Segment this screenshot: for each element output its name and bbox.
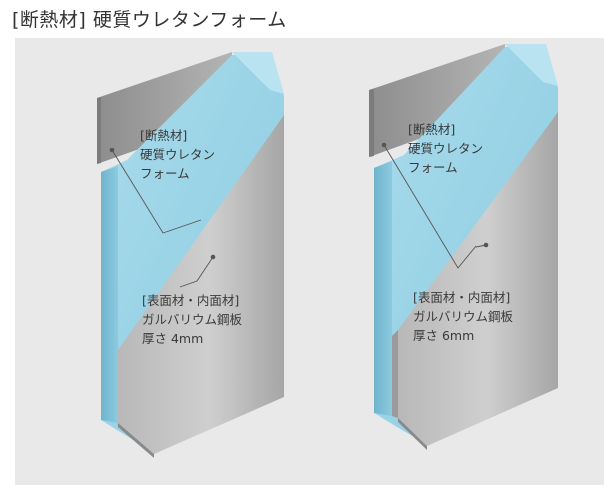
right-insulation-label-line1: [断熱材]: [408, 122, 456, 137]
left-insulation-label-line2: 硬質ウレタン: [140, 147, 216, 162]
right-insulation-leader: [383, 144, 477, 269]
right-surface-label-line2: ガルバリウム鋼板: [413, 309, 514, 324]
left-insulation-label: [断熱材] 硬質ウレタン フォーム: [140, 126, 215, 183]
left-foam-top: [232, 52, 284, 94]
right-front-steel-bottom: [398, 418, 427, 450]
left-insulation-label-line3: フォーム: [140, 166, 190, 181]
left-sandwich-panel: [97, 52, 284, 458]
right-insulation-leader-dot: [381, 142, 387, 148]
left-surface-leader-dot: [210, 254, 216, 260]
right-sandwich-panel: [369, 44, 558, 450]
right-foam-edge: [374, 161, 392, 416]
left-back-steel-sheet: [97, 52, 232, 164]
left-surface-leader: [179, 256, 214, 288]
right-surface-leader-dot: [483, 242, 489, 248]
right-front-steel-edge: [392, 330, 398, 418]
left-surface-label-line3: 厚さ 4mm: [142, 331, 204, 346]
left-insulation-leader: [111, 149, 202, 234]
page-title: [断熱材] 硬質ウレタンフォーム: [12, 9, 287, 31]
left-foam-edge: [101, 166, 118, 423]
left-back-steel-edge: [97, 97, 101, 164]
right-insulation-label: [断熱材] 硬質ウレタン フォーム: [408, 120, 483, 177]
left-front-steel-bottom: [118, 423, 154, 458]
right-foam-top: [505, 44, 558, 86]
left-surface-label: [表面材・内面材] ガルバリウム鋼板 厚さ 4mm: [142, 291, 242, 348]
left-surface-label-line2: ガルバリウム鋼板: [142, 312, 243, 327]
left-insulation-label-line1: [断熱材]: [140, 128, 188, 143]
left-surface-label-line1: [表面材・内面材]: [142, 293, 240, 308]
left-insulation-leader-dot: [109, 147, 115, 153]
right-surface-label-line3: 厚さ 6mm: [413, 328, 475, 343]
right-surface-label: [表面材・内面材] ガルバリウム鋼板 厚さ 6mm: [413, 288, 513, 345]
left-front-steel-sheet: [118, 115, 284, 454]
right-back-steel-sheet: [369, 44, 505, 157]
right-back-steel-edge: [369, 89, 374, 157]
right-insulation-label-line3: フォーム: [408, 160, 458, 175]
right-insulation-label-line2: 硬質ウレタン: [408, 141, 484, 156]
right-front-steel-sheet: [398, 112, 558, 446]
right-surface-label-line1: [表面材・内面材]: [413, 290, 511, 305]
